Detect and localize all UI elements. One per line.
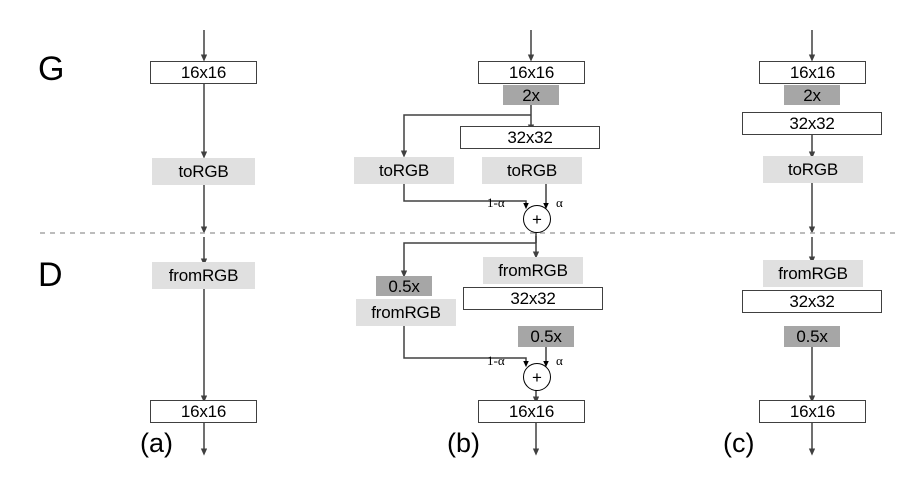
col-b-d-res-16x16[interactable]: 16x16 bbox=[478, 400, 585, 423]
col-c-g-upsample-2x[interactable]: 2x bbox=[784, 85, 840, 105]
col-a-d-fromrgb[interactable]: fromRGB bbox=[152, 262, 255, 289]
col-c-g-res-16x16[interactable]: 16x16 bbox=[759, 61, 866, 84]
col-c-g-res-32x32[interactable]: 32x32 bbox=[742, 112, 882, 135]
col-a-d-res-16x16[interactable]: 16x16 bbox=[150, 400, 257, 423]
col-c-g-torgb[interactable]: toRGB bbox=[763, 156, 863, 183]
col-c-d-fromrgb[interactable]: fromRGB bbox=[763, 260, 863, 287]
col-b-g-torgb-low[interactable]: toRGB bbox=[354, 157, 454, 184]
col-b-g-upsample-2x[interactable]: 2x bbox=[503, 85, 559, 105]
col-b-g-res-16x16[interactable]: 16x16 bbox=[478, 61, 585, 84]
col-b-g-torgb-high[interactable]: toRGB bbox=[482, 157, 582, 184]
discriminator-label: D bbox=[38, 256, 63, 294]
col-a-g-torgb[interactable]: toRGB bbox=[152, 158, 255, 185]
column-label-a: (a) bbox=[140, 428, 173, 458]
col-a-g-res-16x16[interactable]: 16x16 bbox=[150, 61, 257, 84]
generator-label: G bbox=[38, 50, 65, 88]
column-label-b: (b) bbox=[447, 428, 480, 458]
col-b-g-blend-node[interactable]: + bbox=[523, 205, 551, 233]
col-b-d-fromrgb-low[interactable]: fromRGB bbox=[356, 299, 456, 326]
col-b-d-blend-weight-right: α bbox=[556, 353, 563, 368]
col-b-d-downsample-low[interactable]: 0.5x bbox=[376, 276, 432, 296]
col-c-d-res-16x16[interactable]: 16x16 bbox=[759, 400, 866, 423]
col-c-d-downsample-0.5x[interactable]: 0.5x bbox=[784, 326, 840, 347]
col-b-d-res-32x32[interactable]: 32x32 bbox=[463, 287, 603, 310]
col-b-d-blend-node[interactable]: + bbox=[523, 363, 551, 391]
col-b-d-blend-weight-left: 1-α bbox=[487, 353, 505, 368]
col-b-d-downsample-high[interactable]: 0.5x bbox=[518, 326, 574, 347]
col-b-g-blend-weight-right: α bbox=[556, 195, 563, 210]
col-b-g-res-32x32[interactable]: 32x32 bbox=[460, 126, 600, 149]
col-c-d-res-32x32[interactable]: 32x32 bbox=[742, 290, 882, 313]
col-b-d-fromrgb-high[interactable]: fromRGB bbox=[483, 257, 583, 284]
col-b-g-blend-weight-left: 1-α bbox=[487, 195, 505, 210]
column-label-c: (c) bbox=[723, 428, 755, 458]
